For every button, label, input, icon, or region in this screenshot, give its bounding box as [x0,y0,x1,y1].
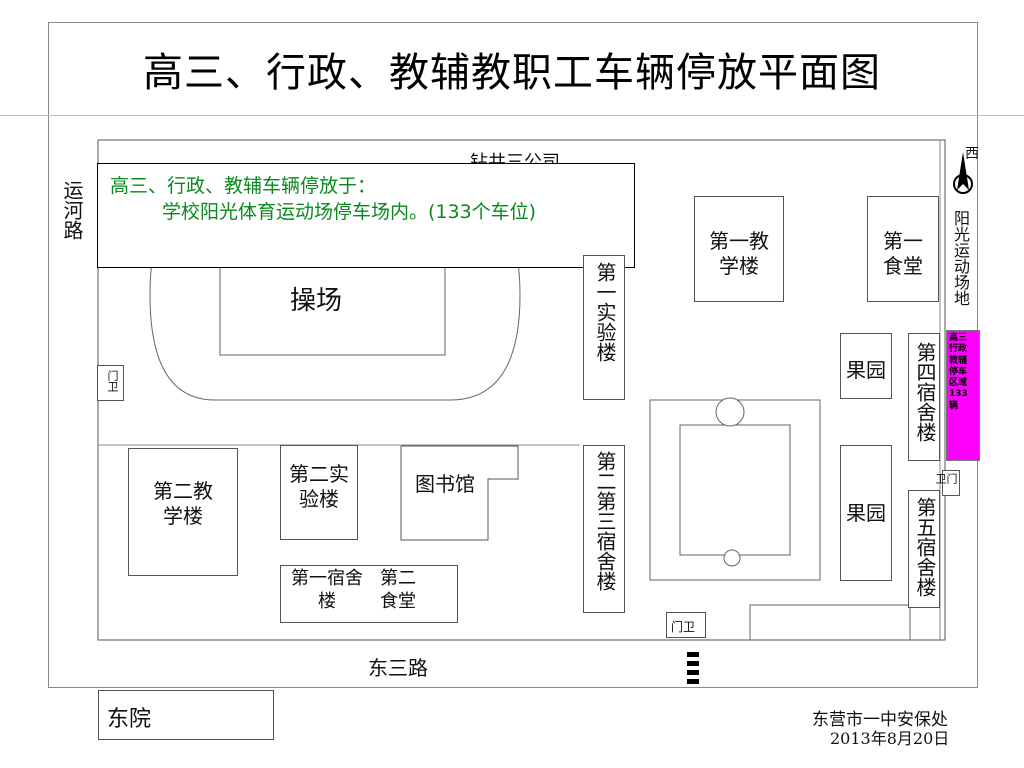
building-teaching2: 第二教学楼 [128,448,238,576]
entrance-mark [687,670,699,675]
building-dorm5-label: 第五宿舍楼 [913,497,937,597]
central-garden [649,399,821,581]
footer-date: 2013年8月20日 [830,729,950,748]
compass-icon [953,152,973,194]
parking-zone-text: 高三 行政 教辅 停车 区域 133 辆 [947,331,979,414]
compass-label: 西 [965,146,979,162]
building-library [400,445,519,541]
campus-boundary [97,139,946,641]
building-teaching1: 第一教学楼 [694,196,784,302]
building-dorm1-label: 第一宿舍楼 [291,568,363,612]
parking-zone-line: 辆 [949,400,959,411]
entrance-mark [687,661,699,666]
gate-east: 门卫 [934,470,960,496]
parking-zone: 高三 行政 教辅 停车 区域 133 辆 [946,330,980,461]
building-lab2: 第二实验楼 [280,445,358,540]
parking-callout: 高三、行政、教辅车辆停放于： 学校阳光体育运动场停车场内。(133个车位) [97,163,635,268]
building-lab2-label: 第二实验楼 [289,462,349,511]
orchard-1-label: 果园 [846,358,886,382]
callout-line2: 学校阳光体育运动场停车场内。(133个车位) [162,200,537,223]
parking-zone-line: 区域 [949,378,968,388]
building-canteen2-label: 第二食堂 [380,568,416,612]
page-title: 高三、行政、教辅教职工车辆停放平面图 [143,50,881,96]
building-canteen1: 第一食堂 [867,196,939,302]
building-lab1: 第一实验楼 [583,255,625,400]
southeast-wall [749,604,911,640]
building-lab1-label: 第一实验楼 [593,262,617,362]
parking-zone-line: 行政 [949,344,968,355]
parking-zone-line: 高三 [949,333,968,343]
title-divider [0,115,1024,116]
parking-zone-line: 教辅 [949,355,968,366]
orchard-2-label: 果园 [846,501,886,525]
east-yard: 东院 [98,690,274,740]
building-library-label: 图书馆 [415,472,475,496]
road-west-label: 运河路 [60,180,84,240]
building-dorm23: 第二第三宿舍楼 [583,445,625,613]
building-dorm4-label: 第四宿舍楼 [913,342,937,442]
building-teaching2-label: 第二教学楼 [153,479,213,528]
building-dorm23-label: 第二第三宿舍楼 [593,451,617,591]
building-dorm1-canteen2 [280,565,458,623]
footer-org: 东营市一中安保处 [812,710,948,730]
east-yard-label: 东院 [107,707,152,732]
gate-west: 门卫 [97,365,124,401]
entrance-mark [687,652,699,657]
building-dorm4: 第四宿舍楼 [908,333,940,461]
building-canteen1-label: 第一食堂 [883,229,923,278]
east-field-label: 阳光运动场地 [951,210,970,306]
parking-zone-line: 133 [949,389,968,400]
orchard-1: 果园 [840,333,892,399]
callout-line1: 高三、行政、教辅车辆停放于： [110,175,377,197]
fountain [715,397,745,427]
gate-south: 门卫 [666,612,706,638]
road-south-label: 东三路 [368,656,428,680]
statue [723,549,741,567]
garden-inner [679,424,791,556]
building-teaching1-label: 第一教学楼 [709,229,769,278]
orchard-2: 果园 [840,445,892,581]
playground-label: 操场 [290,286,343,316]
parking-zone-line: 停车 [949,366,968,377]
entrance-mark [687,679,699,684]
building-dorm5: 第五宿舍楼 [908,490,940,608]
